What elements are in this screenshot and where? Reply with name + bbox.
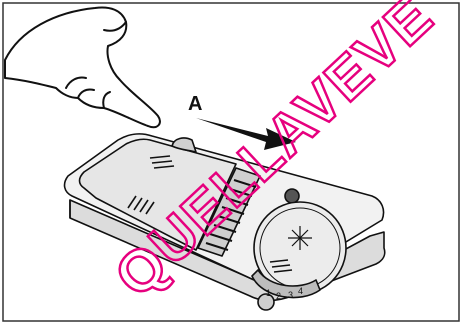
callout-label-a: A xyxy=(188,93,202,115)
dial-mark: 2 xyxy=(276,291,281,301)
dial-mark: 3 xyxy=(288,290,293,300)
pointing-hand-icon xyxy=(5,8,160,128)
dial-mark: 1 xyxy=(266,288,271,298)
dial-mark: 4 xyxy=(298,286,303,296)
indicator-dot xyxy=(285,189,299,203)
